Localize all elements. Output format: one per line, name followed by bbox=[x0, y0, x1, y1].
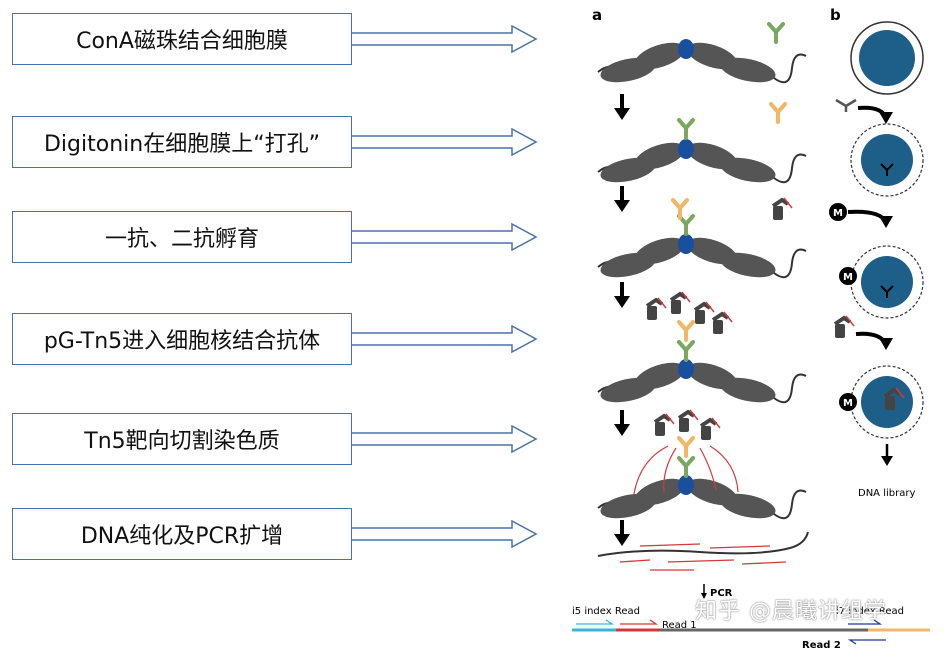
chromatin-row-3 bbox=[597, 231, 807, 283]
bound-antibody-icon bbox=[677, 340, 695, 362]
step-label-4: pG-Tn5进入细胞核结合抗体 bbox=[43, 329, 321, 354]
pg-tn5-icon bbox=[677, 408, 700, 434]
secondary-antibody-icon bbox=[671, 198, 689, 220]
primary-antibody-icon bbox=[767, 22, 785, 44]
step-label-3: 一抗、二抗孵育 bbox=[104, 227, 259, 252]
hollow-arrow-5 bbox=[352, 425, 538, 453]
read2-label: Read 2 bbox=[802, 640, 841, 648]
step-box-2: Digitonin在细胞膜上“打孔” bbox=[12, 116, 352, 168]
chromatin-row-1 bbox=[597, 36, 807, 88]
watermark: 知乎 @晨曦讲组学 bbox=[695, 599, 887, 624]
pg-tn5-icon bbox=[669, 290, 692, 316]
secondary-antibody-icon bbox=[769, 102, 787, 124]
step-label-2: Digitonin在细胞膜上“打孔” bbox=[43, 132, 320, 157]
step-box-5: Tn5靶向切割染色质 bbox=[12, 413, 352, 465]
chromatin-row-4 bbox=[597, 356, 807, 408]
hollow-arrow-6 bbox=[352, 520, 538, 548]
step-box-3: 一抗、二抗孵育 bbox=[12, 211, 352, 263]
cut-arrow bbox=[663, 447, 677, 493]
step-box-1: ConA磁珠结合细胞膜 bbox=[12, 13, 352, 65]
down-arrow-icon bbox=[612, 92, 632, 122]
secondary-antibody-icon bbox=[677, 320, 695, 342]
pcr-label: PCR bbox=[710, 588, 733, 599]
pg-tn5-icon bbox=[693, 300, 716, 326]
hollow-arrow-4 bbox=[352, 325, 538, 353]
pg-tn5-icon bbox=[711, 310, 734, 336]
i7-read-label: i7 index Read bbox=[836, 606, 904, 617]
step-box-4: pG-Tn5进入细胞核结合抗体 bbox=[12, 313, 352, 365]
step-label-1: ConA磁珠结合细胞膜 bbox=[76, 29, 288, 54]
down-arrow-icon bbox=[612, 280, 632, 310]
bound-antibody-icon bbox=[677, 456, 695, 478]
cut-arrow bbox=[633, 445, 669, 495]
step-label-6: DNA纯化及PCR扩增 bbox=[80, 524, 284, 549]
down-arrow-icon bbox=[612, 184, 632, 214]
m-label: M bbox=[833, 208, 843, 219]
hollow-arrow-2 bbox=[352, 128, 538, 156]
dna-library-label: DNA library bbox=[858, 488, 915, 499]
m-label: M bbox=[843, 398, 853, 409]
pg-tn5-icon bbox=[771, 196, 794, 222]
m-label: M bbox=[843, 272, 853, 283]
pg-tn5-icon bbox=[699, 416, 722, 442]
pg-tn5-icon bbox=[833, 314, 856, 340]
panel-b-label: b bbox=[830, 6, 841, 24]
read1-label: Read 1 bbox=[662, 620, 697, 631]
pg-tn5-icon bbox=[653, 412, 676, 438]
hollow-arrow-3 bbox=[352, 223, 538, 251]
dna-strand bbox=[597, 531, 809, 557]
bound-antibody-icon bbox=[677, 118, 695, 140]
hollow-arrow-1 bbox=[352, 25, 538, 53]
panel-a-label: a bbox=[592, 6, 602, 24]
down-arrow-icon bbox=[612, 518, 632, 548]
step-label-5: Tn5靶向切割染色质 bbox=[84, 429, 280, 454]
chromatin-row-5 bbox=[597, 472, 807, 524]
i5-read-label: i5 index Read bbox=[572, 606, 640, 617]
cut-arrow bbox=[709, 445, 739, 493]
cut-arrow bbox=[699, 447, 717, 491]
down-arrow-icon bbox=[612, 408, 632, 438]
pg-tn5-icon bbox=[645, 296, 668, 322]
down-arrow-icon bbox=[879, 442, 895, 468]
secondary-antibody-icon bbox=[677, 436, 695, 458]
step-box-6: DNA纯化及PCR扩增 bbox=[12, 508, 352, 560]
chromatin-row-2 bbox=[597, 136, 807, 188]
